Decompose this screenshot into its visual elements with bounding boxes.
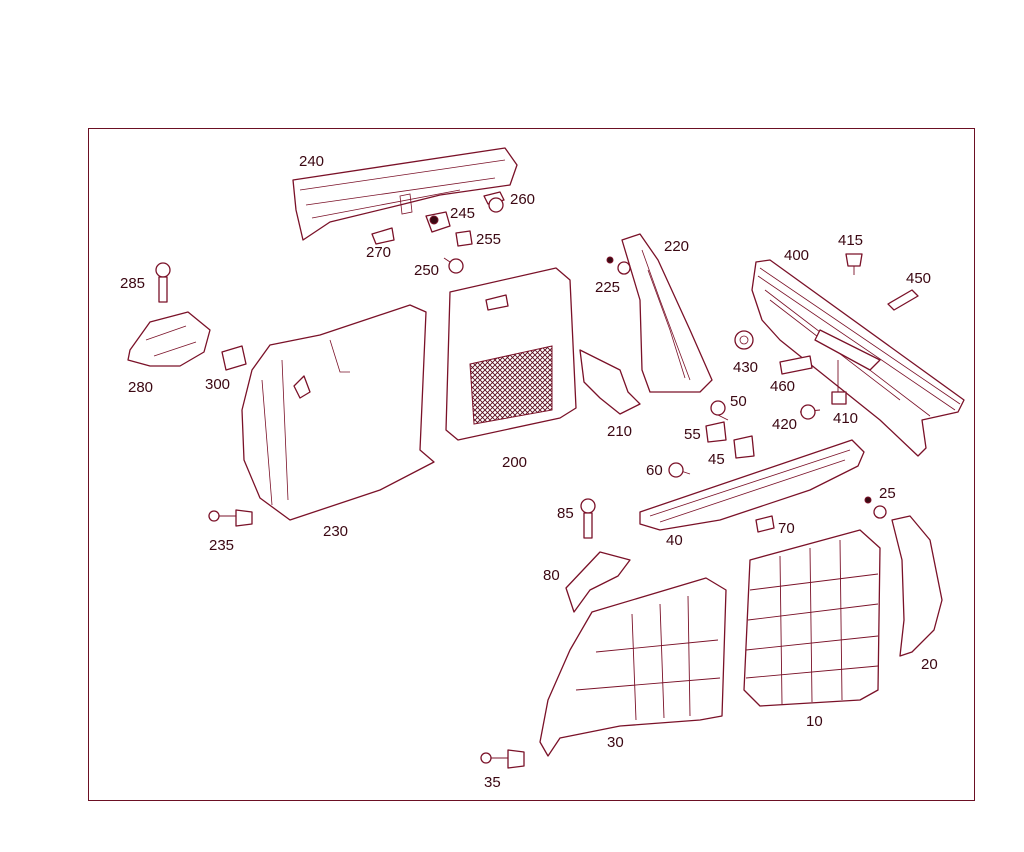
label-230: 230 bbox=[323, 523, 348, 540]
label-235: 235 bbox=[209, 537, 234, 554]
label-60: 60 bbox=[646, 462, 663, 479]
label-245: 245 bbox=[450, 205, 475, 222]
label-200: 200 bbox=[502, 454, 527, 471]
part-220-pillar-trim bbox=[621, 233, 713, 393]
label-55: 55 bbox=[684, 426, 701, 443]
part-80-trim bbox=[565, 551, 631, 613]
label-50: 50 bbox=[730, 393, 747, 410]
part-460-pad bbox=[779, 355, 813, 375]
label-20: 20 bbox=[921, 656, 938, 673]
label-240: 240 bbox=[299, 153, 324, 170]
label-45: 45 bbox=[708, 451, 725, 468]
label-460: 460 bbox=[770, 378, 795, 395]
part-55-clip bbox=[705, 421, 727, 443]
label-300: 300 bbox=[205, 376, 230, 393]
label-80: 80 bbox=[543, 567, 560, 584]
part-255-clip bbox=[455, 230, 473, 247]
label-280: 280 bbox=[128, 379, 153, 396]
part-420-screw bbox=[799, 404, 821, 420]
part-245-clip bbox=[425, 211, 451, 233]
part-430-nut bbox=[734, 330, 754, 350]
part-200-cover-net bbox=[445, 267, 577, 441]
part-35-push-pin bbox=[480, 749, 525, 769]
part-415-clip bbox=[845, 253, 863, 275]
part-labels: 240 260 245 255 270 250 220 225 400 415 … bbox=[120, 153, 938, 791]
part-50-screw bbox=[710, 400, 729, 421]
part-45-clip bbox=[733, 435, 755, 459]
label-415: 415 bbox=[838, 232, 863, 249]
part-410-bracket bbox=[831, 360, 847, 405]
part-25-screw bbox=[864, 496, 887, 519]
part-70-clip bbox=[755, 515, 775, 533]
part-85-bolt bbox=[580, 498, 596, 539]
part-250-screw bbox=[443, 257, 464, 274]
label-25: 25 bbox=[879, 485, 896, 502]
part-10-grid-panel bbox=[743, 529, 881, 707]
label-10: 10 bbox=[806, 713, 823, 730]
part-40-sill-trim bbox=[639, 439, 865, 531]
part-225-clip bbox=[606, 256, 631, 275]
part-280-cover bbox=[127, 311, 211, 367]
part-60-screw bbox=[668, 462, 691, 478]
label-225: 225 bbox=[595, 279, 620, 296]
part-260-screw bbox=[483, 191, 505, 213]
part-210-bracket bbox=[579, 349, 641, 415]
label-35: 35 bbox=[484, 774, 501, 791]
label-85: 85 bbox=[557, 505, 574, 522]
part-450-cover bbox=[887, 289, 919, 311]
label-450: 450 bbox=[906, 270, 931, 287]
label-70: 70 bbox=[778, 520, 795, 537]
part-400-sill-panel bbox=[751, 259, 965, 457]
part-20-side-strip bbox=[891, 515, 943, 657]
label-270: 270 bbox=[366, 244, 391, 261]
part-300-clip bbox=[221, 345, 247, 371]
label-430: 430 bbox=[733, 359, 758, 376]
label-40: 40 bbox=[666, 532, 683, 549]
label-30: 30 bbox=[607, 734, 624, 751]
part-30-lower-side-trim bbox=[539, 577, 727, 757]
diagram-frame bbox=[88, 128, 975, 801]
label-400: 400 bbox=[784, 247, 809, 264]
part-235-push-pin bbox=[208, 509, 253, 527]
label-260: 260 bbox=[510, 191, 535, 208]
label-255: 255 bbox=[476, 231, 501, 248]
label-220: 220 bbox=[664, 238, 689, 255]
label-420: 420 bbox=[772, 416, 797, 433]
label-410: 410 bbox=[833, 410, 858, 427]
label-285: 285 bbox=[120, 275, 145, 292]
part-270-bracket bbox=[371, 227, 395, 245]
part-230-side-trim bbox=[241, 304, 435, 521]
part-240-upper-trim bbox=[292, 147, 518, 241]
label-250: 250 bbox=[414, 262, 439, 279]
part-285-bolt bbox=[155, 262, 171, 303]
label-210: 210 bbox=[607, 423, 632, 440]
